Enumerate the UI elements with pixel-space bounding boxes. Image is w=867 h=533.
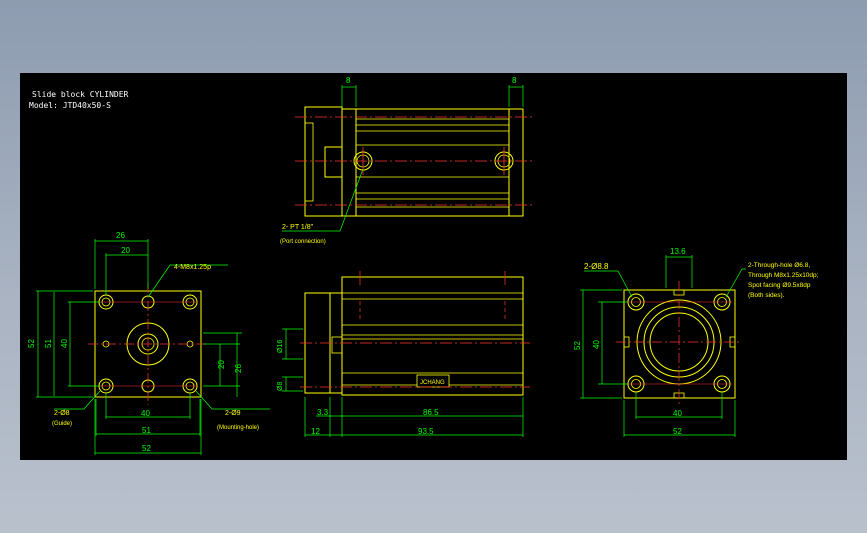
dim-rod-8: Ø8 bbox=[277, 382, 284, 391]
dim-40-bottom: 40 bbox=[141, 409, 150, 418]
note-line-3: Spot facing Ø9.5x8dp bbox=[748, 282, 811, 289]
dim-rear-40-left: 40 bbox=[592, 340, 601, 349]
dim-20-top: 20 bbox=[121, 246, 130, 255]
top-side-view: 8 8 2- PT 1/8" (Port connection) bbox=[280, 76, 532, 245]
rear-hole-label: 2-Ø8.8 bbox=[584, 262, 609, 271]
dim-rod-16: Ø16 bbox=[277, 340, 284, 353]
dim-26-top: 26 bbox=[116, 231, 125, 240]
dim-52-bottom: 52 bbox=[142, 444, 151, 453]
dim-rear-52-left: 52 bbox=[573, 341, 582, 350]
dim-52-left: 52 bbox=[27, 339, 36, 348]
nameplate bbox=[416, 374, 450, 388]
guide-label: 2-Ø8 bbox=[54, 410, 70, 417]
note-line-1: 2-Through-hole Ø6.8, bbox=[748, 262, 810, 269]
dim-left-flange: 8 bbox=[346, 76, 351, 85]
dim-51-bottom: 51 bbox=[142, 426, 151, 435]
mounting-hole-label: 2-Ø9 bbox=[225, 410, 241, 417]
port-sub-label: (Port connection) bbox=[280, 239, 326, 245]
dim-51-left: 51 bbox=[44, 339, 53, 348]
bottom-side-view: JCHANG Ø16 Ø8 3.3 86.5 12 93.5 bbox=[277, 271, 530, 437]
dim-86-5: 86.5 bbox=[423, 408, 439, 417]
drawing-title: Slide block CYLINDER bbox=[32, 90, 129, 99]
dim-right-flange: 8 bbox=[512, 76, 517, 85]
dim-12: 12 bbox=[311, 427, 320, 436]
model-label: Model: JTD40x50-S bbox=[29, 101, 111, 110]
dim-20-right: 20 bbox=[217, 360, 226, 369]
note-line-2: Through M8x1.25x10dp; bbox=[748, 272, 819, 279]
guide-sub-label: (Guide) bbox=[52, 421, 72, 427]
dim-93-5: 93.5 bbox=[418, 427, 434, 436]
rear-view: 13.6 2-Ø8.8 2-Through-hole Ø6.8, Through… bbox=[573, 247, 819, 437]
nameplate-text: JCHANG bbox=[420, 380, 445, 386]
front-view: 26 20 4-M8x1.25p 52 51 40 20 26 40 51 bbox=[27, 231, 270, 455]
dim-40-left: 40 bbox=[60, 339, 69, 348]
dim-26-right: 26 bbox=[234, 364, 243, 373]
note-line-4: (Both sides). bbox=[748, 292, 785, 299]
cad-drawing: Slide block CYLINDER Model: JTD40x50-S bbox=[27, 76, 819, 455]
dim-rear-40-bottom: 40 bbox=[673, 409, 682, 418]
cad-drawing-area: Slide block CYLINDER Model: JTD40x50-S bbox=[20, 73, 847, 460]
port-label: 2- PT 1/8" bbox=[282, 224, 314, 231]
thread-label: 4-M8x1.25p bbox=[174, 264, 211, 271]
dim-13-6: 13.6 bbox=[670, 247, 686, 256]
mounting-hole-sub-label: (Mounting-hole) bbox=[217, 425, 259, 431]
right-flange bbox=[508, 108, 524, 217]
dim-rear-52-bottom: 52 bbox=[673, 427, 682, 436]
dim-3-3: 3.3 bbox=[317, 408, 329, 417]
